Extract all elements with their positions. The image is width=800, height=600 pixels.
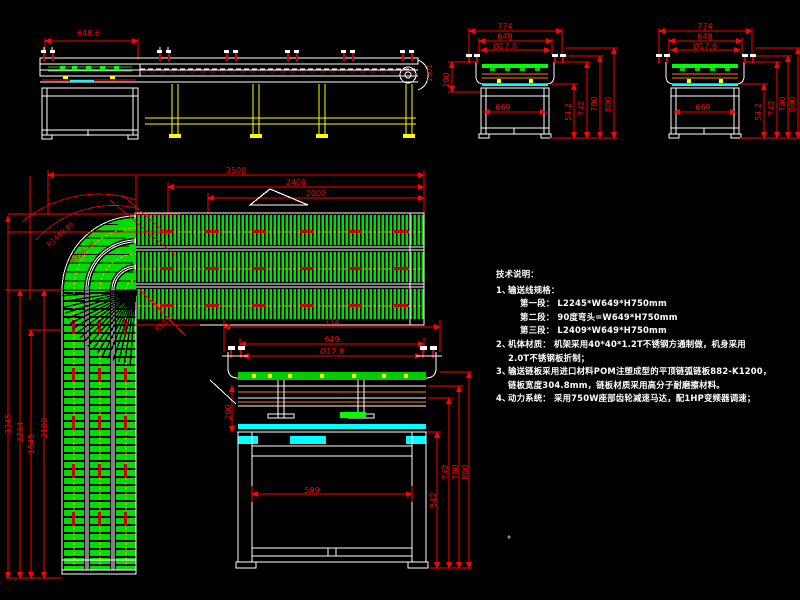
view-end-section-a — [448, 28, 618, 139]
dim-a-649: 649 — [497, 32, 512, 41]
dim-b-780: 780 — [778, 96, 787, 111]
radius-construction-lines — [8, 176, 200, 337]
dim-a-200: 200 — [442, 72, 451, 87]
dim-front-200: 200 — [224, 404, 233, 419]
dim-front-599: 599 — [304, 486, 319, 495]
dim-plan-1845: 1845 — [27, 434, 36, 454]
dim-b-742: 742 — [767, 100, 776, 115]
dim-a-774: 774 — [497, 22, 512, 31]
cursor-dot — [507, 535, 511, 539]
view-front-section-curve — [209, 320, 472, 569]
dim-front-742: 742 — [441, 464, 450, 479]
dim-648-6: 648.6 — [77, 29, 100, 38]
note-3-sub-1: 链板宽度304.8mm，链板材质采用高分子耐磨擦材料。 — [508, 379, 725, 390]
note-item-1: 1、 输送线规格： — [496, 284, 796, 298]
dim-plan-2000: 2000 — [306, 189, 326, 198]
note-1-number: 1、 — [496, 284, 511, 295]
notes-heading: 技术说明： — [496, 269, 539, 279]
belt-straight-run — [134, 212, 425, 326]
belt-curve-90deg — [61, 215, 138, 364]
view-end-section-b — [656, 28, 800, 139]
note-1-sub-3: 第三段： L2409*W649*H750mm — [520, 325, 667, 336]
note-2-number: 2、 — [496, 338, 511, 349]
dim-a-542: 54.2 — [564, 103, 573, 121]
note-1-text: 输送线规格： — [508, 284, 560, 295]
note-item-3: 3、 输送链板采用进口材料POM注塑成型的平顶链弧链板882-K1200， — [496, 365, 796, 379]
dim-b-dia178: Ø17.8 — [693, 41, 717, 51]
dim-a-742: 742 — [577, 100, 586, 115]
dim-plan-3500: 3500 — [226, 166, 246, 175]
dim-b-649: 649 — [697, 32, 712, 41]
dim-b-669: 669 — [695, 103, 710, 112]
dim-plan-2264: 2264 — [16, 422, 25, 442]
note-1-sub-1: 第一段： L2245*W649*H750mm — [520, 298, 667, 309]
dim-plan-2100: 2100 — [40, 418, 49, 438]
view-plan-curve — [5, 170, 425, 579]
dim-a-669: 669 — [495, 103, 510, 112]
dim-a-dia178: Ø17.8 — [493, 41, 517, 51]
note-item-2: 2、 机体材质： 机架采用40*40*1.2T不锈钢方通制做，机身采用 — [496, 338, 796, 352]
dim-plan-r1449: R1449.85 — [45, 220, 75, 249]
technical-notes-block: 技术说明： 1、 输送线规格： 第一段： L2245*W649*H750mm 第… — [496, 268, 796, 406]
flow-direction-arrow — [248, 188, 309, 206]
dim-plan-2409: 2409 — [286, 178, 306, 187]
note-3-number: 3、 — [496, 366, 511, 377]
dim-b-542: 54.2 — [754, 103, 763, 121]
dim-front-800: 800 — [461, 464, 470, 479]
dim-b-800: 800 — [788, 96, 797, 111]
roller-posts — [41, 47, 414, 61]
dim-label-side-right: 1301 — [426, 64, 434, 82]
note-item-4: 4、 动力系统： 采用750W座部齿轮减速马达，配1HP变频器调速； — [496, 392, 796, 406]
view-side-elevation: 1301 — [39, 38, 434, 140]
dim-front-dia178: Ø17.8 — [320, 346, 344, 356]
note-2-text: 机体材质： 机架采用40*40*1.2T不锈钢方通制做，机身采用 — [508, 338, 746, 349]
dim-a-800: 800 — [604, 96, 613, 111]
note-4-number: 4、 — [496, 393, 511, 404]
note-2-sub-1: 2.0T不锈钢板折制； — [508, 352, 590, 363]
dim-front-774: 774 — [324, 318, 339, 327]
note-4-text: 动力系统： 采用750W座部齿轮减速马达，配1HP变频器调速； — [508, 393, 756, 404]
dim-front-649: 649 — [324, 335, 339, 344]
note-1-sub-2: 第二段： 90度弯头=W649*H750mm — [520, 311, 678, 322]
dim-front-780: 780 — [451, 464, 460, 479]
belt-vertical-run — [61, 289, 137, 571]
dim-plan-3345: 3345 — [4, 414, 13, 434]
note-3-text: 输送链板采用进口材料POM注塑成型的平顶链弧链板882-K1200， — [508, 366, 772, 377]
dim-a-780: 780 — [590, 96, 599, 111]
dim-b-774: 774 — [697, 22, 712, 31]
dim-front-542: 542 — [429, 492, 438, 507]
